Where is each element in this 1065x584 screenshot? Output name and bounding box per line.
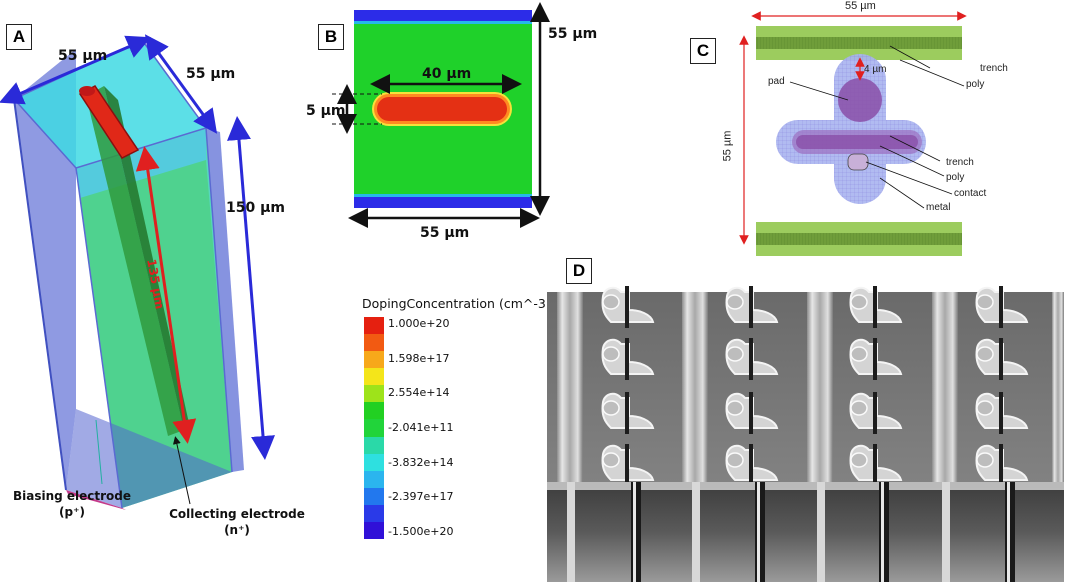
panel-a-height-dim: 150 µm [226, 200, 285, 216]
sem-cross-section [547, 482, 1064, 582]
panel-b-thickness-dim: 5 µm [306, 103, 346, 119]
colorbar-swatch [364, 436, 384, 454]
panel-c-gap-dim: 4 µm [864, 64, 887, 75]
left-face [14, 49, 76, 490]
metal-label: metal [926, 202, 951, 213]
panel-a-depth-dim: 55 µm [186, 66, 236, 82]
colorbar-swatch [364, 368, 384, 386]
pad-circle [838, 78, 882, 122]
panel-b-dimension-arrows [332, 1, 550, 228]
panel-c-layout [739, 11, 967, 256]
colorbar-swatch [364, 334, 384, 352]
colorbar-swatch [364, 402, 384, 420]
colorbar-swatch [364, 351, 384, 369]
colorbar-swatch [364, 317, 384, 335]
sem-columns [557, 292, 1064, 482]
panel-b-cross-section [354, 10, 532, 208]
contact-label: contact [954, 188, 987, 199]
colorbar-swatch [364, 470, 384, 488]
colorbar-tick-label: -3.832e+14 [388, 455, 454, 469]
poly-mid-label: poly [946, 172, 965, 183]
panel-c-label: C [690, 38, 716, 64]
colorbar-swatch [364, 487, 384, 505]
panel-b-height-dim: 55 µm [548, 26, 598, 42]
colorbar-tick-label: -2.397e+17 [388, 490, 454, 504]
panel-a-dimension-arrows [0, 34, 275, 505]
panel-d-sem-image [547, 285, 1064, 582]
colorbar-swatch [364, 521, 384, 540]
poly-top-label: poly [966, 79, 985, 90]
colorbar-tick-label: -2.041e+11 [388, 421, 454, 434]
colorbar-ticks: 1.000e+20 1.598e+17 2.554e+14 -2.041e+11 -3.… [388, 317, 478, 539]
panel-b-length-dim: 40 µm [422, 66, 472, 82]
collecting-electrode-label: Collecting electrode (n⁺) [162, 506, 312, 538]
colorbar-tick-label: 2.554e+14 [388, 386, 450, 400]
panel-b-label: B [318, 24, 344, 50]
panel-b-width-dim: 55 µm [420, 225, 470, 241]
biasing-electrode-name: Biasing electrode [12, 489, 132, 503]
colorbar-tick-label: 1.598e+17 [388, 351, 450, 365]
biasing-electrode-label: Biasing electrode (p⁺) [2, 488, 142, 520]
collecting-electrode-type: (n⁺) [224, 523, 250, 537]
biasing-electrode-type: (p⁺) [59, 505, 85, 519]
panel-c-side-dim: 55 µm [721, 130, 734, 162]
colorbar-swatch [364, 385, 384, 403]
colorbar-tick-label: -1.500e+20 [388, 525, 454, 538]
trench-top-label: trench [980, 63, 1008, 74]
collecting-electrode-name: Collecting electrode [169, 507, 305, 521]
trench-mid-label: trench [946, 157, 974, 168]
panel-a-width-dim: 55 µm [58, 48, 108, 64]
colorbar [364, 317, 384, 540]
panel-d-label: D [566, 258, 592, 284]
colorbar-swatch [364, 453, 384, 471]
colorbar-tick-label: 1.000e+20 [388, 317, 450, 330]
colorbar-title: DopingConcentration (cm^-3 [362, 296, 546, 311]
colorbar-swatch [364, 419, 384, 437]
colorbar-swatch [364, 504, 384, 522]
pad-label: pad [768, 76, 785, 87]
panel-c-top-dim: 55 µm [845, 0, 876, 12]
